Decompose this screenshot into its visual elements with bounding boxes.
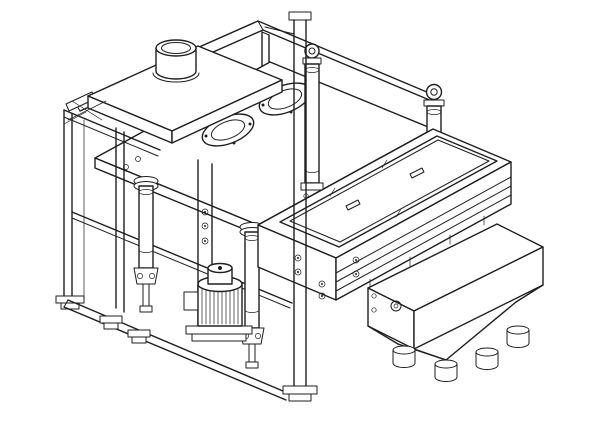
box-bolts	[294, 254, 360, 300]
eye-bolt	[425, 83, 443, 101]
machine-foot-1	[392, 345, 416, 368]
fastener-bolts	[201, 208, 209, 245]
drawing-root	[55, 11, 544, 402]
discharge-hopper	[367, 223, 544, 382]
support-cage	[55, 100, 293, 401]
motor-base-plate	[185, 325, 253, 335]
inlet-stub-pipe	[152, 39, 200, 83]
screen-box	[257, 128, 512, 301]
mount-clamp	[133, 267, 159, 285]
feed-head-box	[87, 39, 283, 144]
post-cap	[288, 11, 312, 21]
box-wall-right	[335, 161, 512, 301]
hopper-boss	[390, 300, 402, 312]
door-handle-2	[409, 167, 425, 179]
cage-foot-mid-2	[127, 329, 151, 344]
machine-foot-3	[475, 347, 499, 370]
eye-bolt	[304, 43, 320, 59]
post-foot	[282, 385, 318, 402]
machine-foot-4	[506, 325, 530, 348]
cage-foot-mid-1	[99, 315, 123, 330]
motor-fins	[201, 285, 239, 325]
deck-slats	[335, 176, 512, 292]
lid-bolt	[135, 156, 141, 162]
access-door	[279, 135, 498, 248]
isolation-mount-2	[239, 222, 265, 369]
machine-foot-2	[434, 359, 458, 382]
cage-foot-left	[55, 295, 85, 310]
drive-motor	[183, 262, 253, 342]
front-corner-post	[264, 11, 318, 402]
isolation-mount-1	[133, 176, 159, 313]
door-handle-1	[345, 199, 361, 211]
